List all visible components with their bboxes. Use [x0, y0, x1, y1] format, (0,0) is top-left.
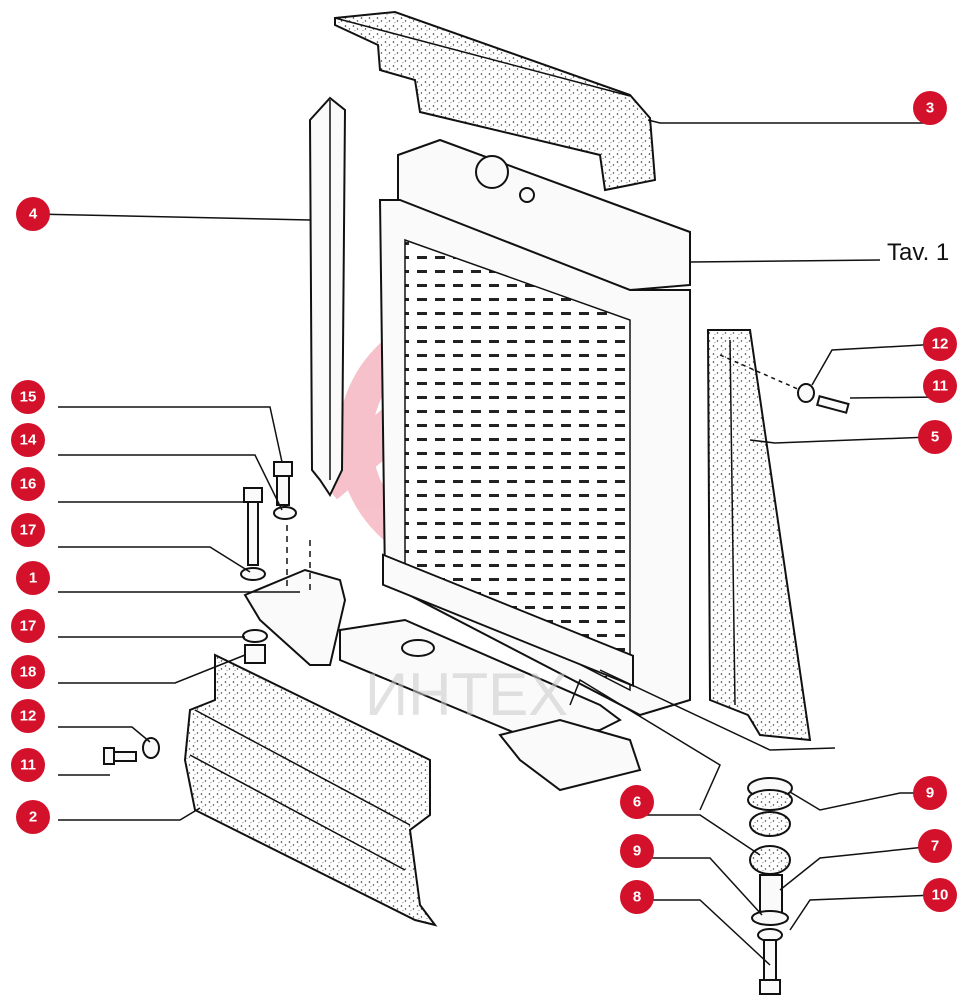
- callout-15: 15: [11, 380, 45, 414]
- rubber-mount-stack: [747, 777, 793, 995]
- callout-8: 8: [620, 880, 654, 914]
- svg-text:5: 5: [931, 429, 939, 446]
- svg-text:18: 18: [20, 664, 37, 681]
- callout-2: 2: [16, 800, 50, 834]
- top-cover-part: [334, 10, 657, 192]
- diagram-title: Tav. 1: [887, 239, 949, 266]
- callout-11-left: 11: [11, 748, 45, 782]
- svg-text:9: 9: [926, 785, 934, 802]
- svg-text:1: 1: [29, 570, 37, 587]
- callout-3: 3: [913, 91, 947, 125]
- svg-text:15: 15: [20, 389, 37, 406]
- callout-10: 10: [923, 878, 957, 912]
- svg-text:17: 17: [20, 618, 37, 635]
- callout-18: 18: [11, 655, 45, 689]
- svg-text:6: 6: [633, 794, 641, 811]
- svg-text:3: 3: [926, 100, 934, 117]
- svg-text:16: 16: [20, 476, 37, 493]
- lower-shroud-part: [183, 653, 438, 927]
- callout-9-upper: 9: [913, 776, 947, 810]
- callout-12-right: 12: [923, 327, 957, 361]
- svg-text:14: 14: [20, 432, 37, 449]
- svg-text:4: 4: [29, 206, 38, 223]
- svg-text:7: 7: [931, 838, 939, 855]
- callout-4: 4: [16, 197, 50, 231]
- right-fasteners: [719, 354, 850, 414]
- callout-5: 5: [918, 420, 952, 454]
- cross-member-part: [339, 618, 642, 792]
- svg-text:10: 10: [932, 887, 949, 904]
- callout-16: 16: [11, 467, 45, 501]
- callout-7: 7: [918, 829, 952, 863]
- callout-17-upper: 17: [11, 513, 45, 547]
- left-fasteners: [103, 461, 311, 765]
- callout-9-lower: 9: [620, 834, 654, 868]
- callout-1: 1: [16, 561, 50, 595]
- mounting-bracket-part: [243, 568, 347, 666]
- svg-text:12: 12: [20, 708, 37, 725]
- svg-text:11: 11: [20, 757, 36, 774]
- callout-12-left: 12: [11, 699, 45, 733]
- svg-text:2: 2: [29, 809, 37, 826]
- callout-17-lower: 17: [11, 609, 45, 643]
- svg-text:11: 11: [932, 378, 948, 395]
- svg-text:8: 8: [633, 889, 641, 906]
- svg-text:12: 12: [932, 336, 949, 353]
- svg-text:17: 17: [20, 522, 37, 539]
- callout-11-right: 11: [923, 369, 957, 403]
- right-side-bar-part: [706, 329, 812, 742]
- leader-lines: [32, 119, 941, 966]
- callout-6: 6: [620, 785, 654, 819]
- radiator-core-part: [378, 138, 691, 717]
- callout-14: 14: [11, 423, 45, 457]
- svg-text:9: 9: [633, 843, 641, 860]
- watermark-text: ИНТЕХ: [365, 661, 568, 728]
- left-side-bar-part: [308, 96, 347, 498]
